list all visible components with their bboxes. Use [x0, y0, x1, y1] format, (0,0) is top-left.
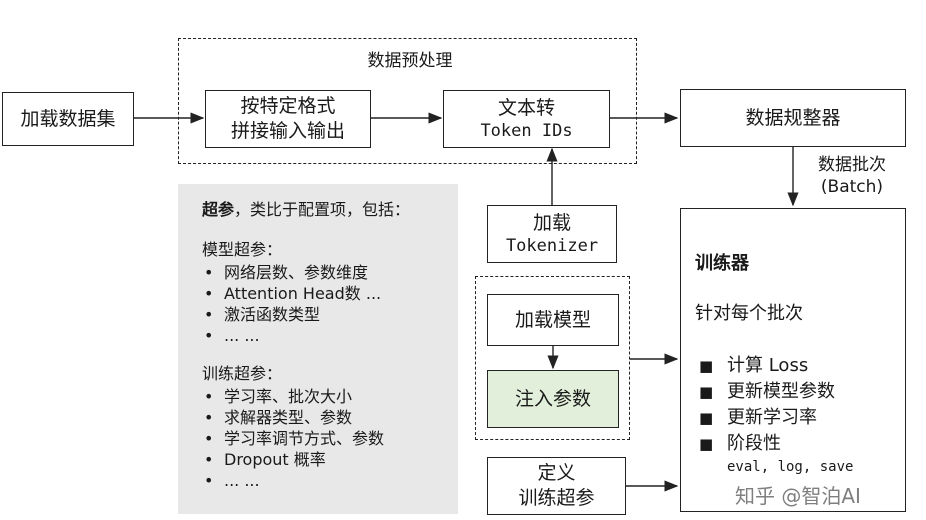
define-hparams-line1: 定义 [537, 462, 576, 485]
list-item: Attention Head数 ... [202, 283, 458, 304]
list-item: ... ... [202, 470, 458, 491]
model-group [475, 276, 630, 440]
inject-params-box: 注入参数 [487, 370, 619, 428]
list-item: 计算 Loss [695, 353, 905, 379]
collator-box: 数据规整器 [680, 89, 906, 147]
list-item: 激活函数类型 [202, 304, 458, 325]
train-hparams-list: 学习率、批次大小 求解器类型、参数 学习率调节方式、参数 Dropout 概率 … [202, 386, 458, 491]
tokenize-line1: 文本转 [497, 96, 555, 119]
collator-label: 数据规整器 [745, 106, 841, 129]
trainer-phases-detail: eval, log, save [727, 459, 854, 475]
load-tokenizer-line1: 加载 [532, 211, 571, 234]
inject-params-label: 注入参数 [514, 387, 591, 410]
load-dataset-box: 加载数据集 [2, 92, 134, 146]
hyperparams-intro-rest: ，类比于配置项，包括： [234, 200, 411, 219]
watermark: 知乎 @智泊AI [735, 484, 861, 508]
trainer-subtitle: 针对每个批次 [695, 303, 803, 324]
tokenize-line2: Token IDs [480, 121, 573, 142]
trainer-title: 训练器 [695, 253, 749, 274]
model-hparams-title: 模型超参： [202, 240, 283, 259]
load-model-label: 加载模型 [514, 308, 591, 331]
concat-box: 按特定格式 拼接输入输出 [205, 90, 371, 148]
list-item: 阶段性 [695, 431, 905, 457]
preprocess-title: 数据预处理 [367, 51, 453, 71]
hyperparams-panel: 超参，类比于配置项，包括： 模型超参： 网络层数、参数维度 Attention … [178, 184, 458, 514]
load-tokenizer-line2: Tokenizer [505, 236, 599, 257]
concat-line2: 拼接输入输出 [230, 120, 345, 142]
hyperparams-intro: 超参，类比于配置项，包括： [202, 196, 458, 220]
list-item: 网络层数、参数维度 [202, 262, 458, 283]
model-hparams-list: 网络层数、参数维度 Attention Head数 ... 激活函数类型 ...… [202, 262, 458, 346]
list-item: Dropout 概率 [202, 449, 458, 470]
preprocess-group [178, 38, 637, 164]
list-item: 更新模型参数 [695, 379, 905, 405]
concat-line1: 按特定格式 [240, 95, 336, 118]
define-hparams-box: 定义 训练超参 [487, 457, 626, 515]
batch-label: 数据批次 (Batch) [802, 154, 902, 198]
tokenize-box: 文本转 Token IDs [443, 90, 610, 148]
trainer-box: 训练器 针对每个批次 计算 Loss 更新模型参数 更新学习率 阶段性 eval… [680, 208, 906, 512]
batch-line1: 数据批次 [818, 155, 886, 175]
define-hparams-line2: 训练超参 [518, 487, 595, 509]
batch-line2: (Batch) [820, 177, 884, 198]
load-tokenizer-box: 加载 Tokenizer [487, 205, 617, 263]
load-model-box: 加载模型 [487, 294, 619, 346]
list-item: 学习率调节方式、参数 [202, 428, 458, 449]
train-hparams-title: 训练超参： [202, 364, 283, 383]
list-item: ... ... [202, 325, 458, 346]
list-item: 求解器类型、参数 [202, 407, 458, 428]
list-item: 学习率、批次大小 [202, 386, 458, 407]
load-dataset-label: 加载数据集 [20, 107, 116, 130]
hyperparams-intro-bold: 超参 [202, 200, 235, 219]
trainer-steps: 计算 Loss 更新模型参数 更新学习率 阶段性 [695, 353, 905, 457]
list-item: 更新学习率 [695, 405, 905, 431]
